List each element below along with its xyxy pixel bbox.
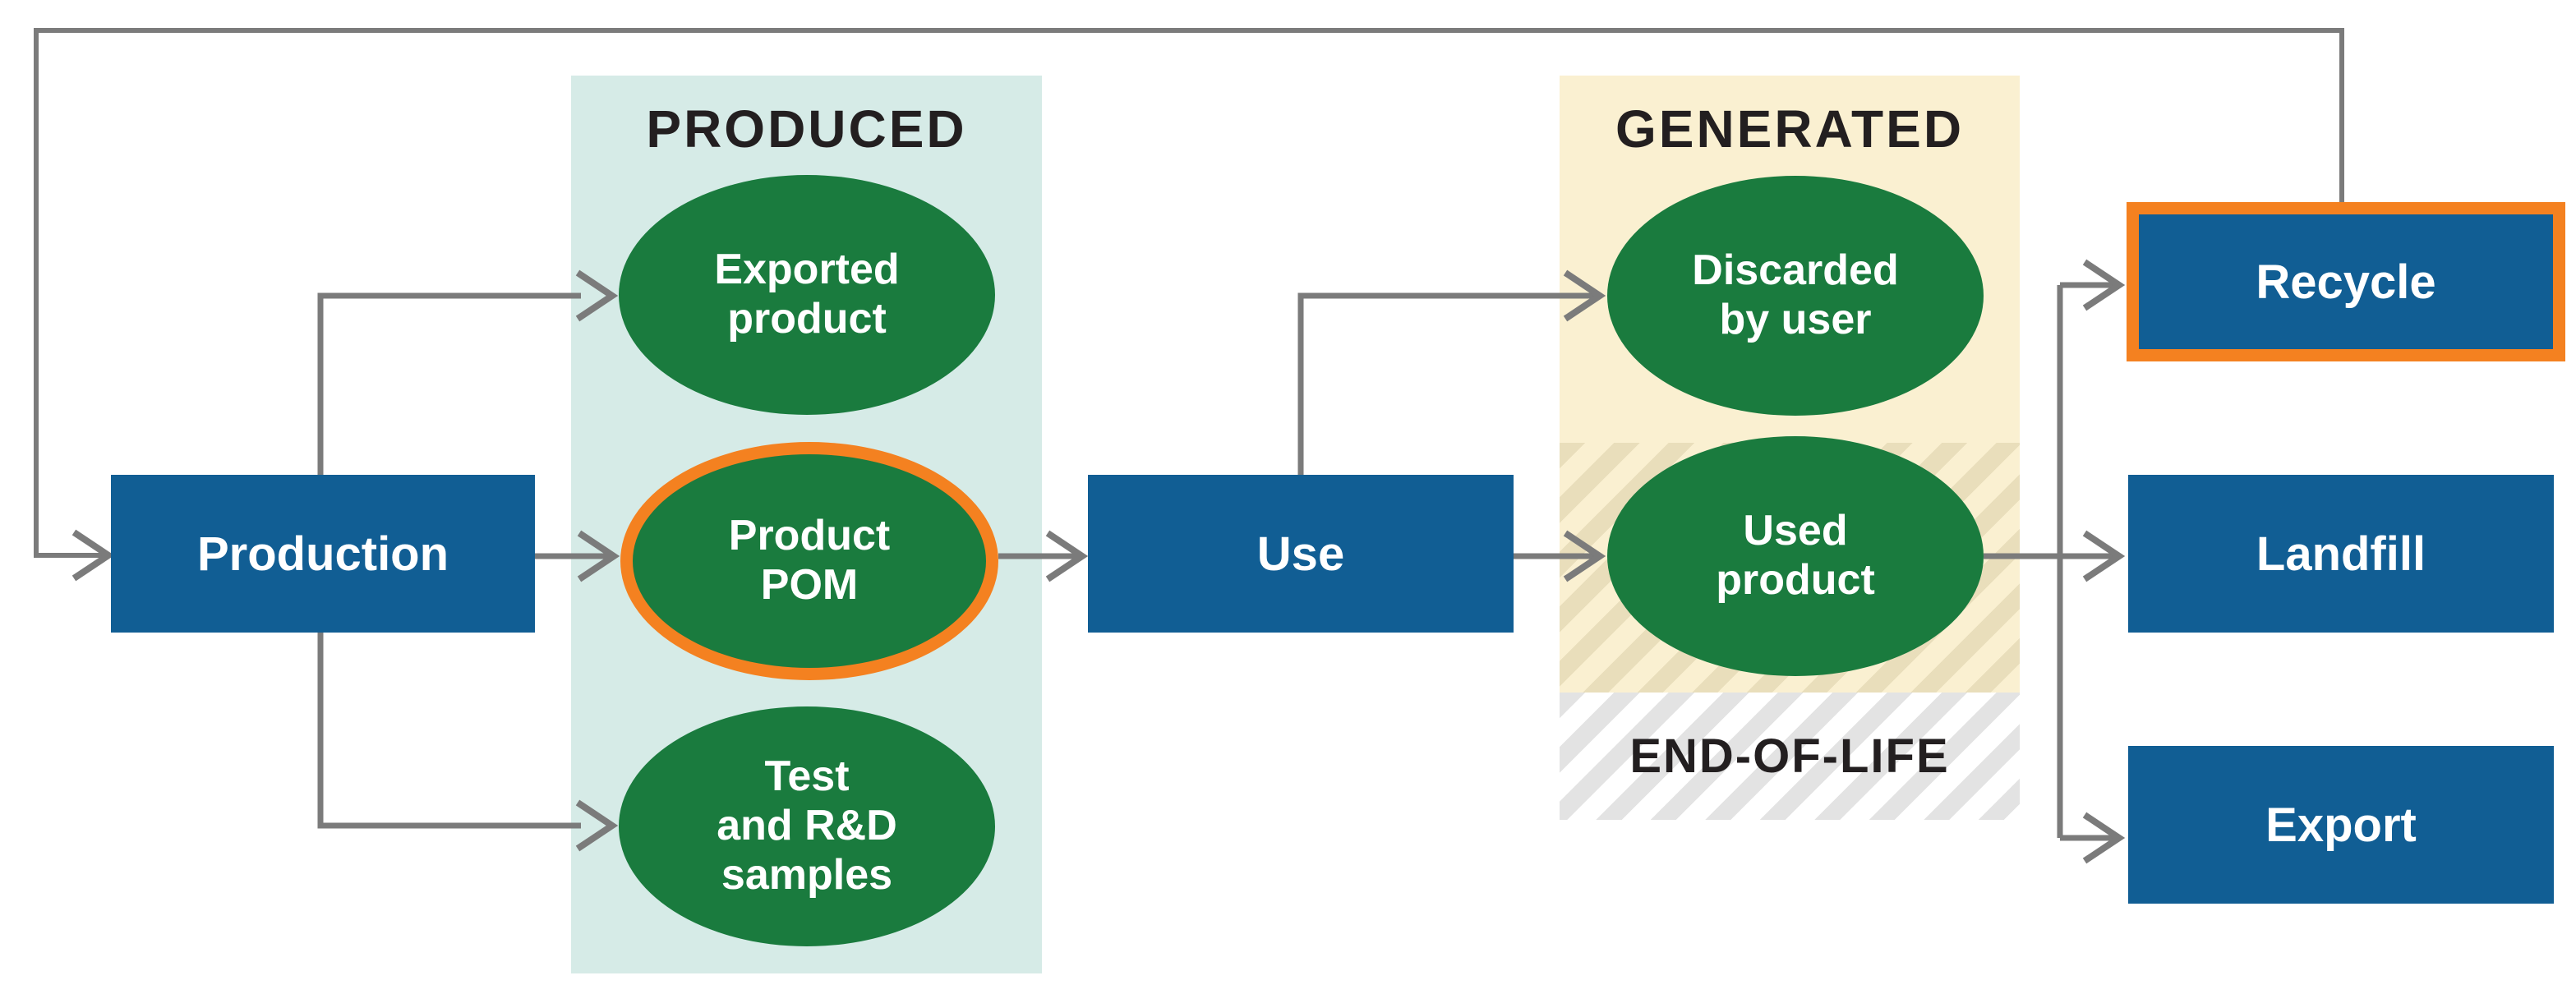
produced-column-title: PRODUCED	[646, 99, 967, 159]
export-box: Export	[2128, 746, 2554, 904]
arrow-use-to-discarded	[1297, 292, 1597, 475]
arrowhead-recycle	[2082, 259, 2126, 311]
arrowhead-production-feedback	[71, 529, 115, 582]
arrow-production-to-exported	[317, 292, 581, 475]
arrowhead-export	[2082, 812, 2126, 864]
recycle-box-highlighted: Recycle	[2127, 202, 2565, 361]
product-pom-oval-highlighted: Product POM	[620, 442, 998, 680]
end-of-life-label: END-OF-LIFE	[1629, 729, 1950, 783]
generated-column-title: GENERATED	[1615, 99, 1965, 159]
end-of-life-band: END-OF-LIFE	[1560, 693, 2020, 820]
test-rd-samples-oval: Test and R&D samples	[619, 706, 995, 946]
use-box: Use	[1088, 475, 1514, 633]
arrow-production-to-test	[317, 633, 581, 829]
discarded-by-user-oval: Discarded by user	[1607, 176, 1984, 416]
exported-product-oval: Exported product	[619, 175, 995, 415]
arrowhead-use	[1045, 530, 1089, 582]
production-box: Production	[111, 475, 535, 633]
arrowhead-landfill	[2082, 530, 2126, 582]
used-product-oval: Used product	[1607, 436, 1984, 676]
landfill-box: Landfill	[2128, 475, 2554, 633]
